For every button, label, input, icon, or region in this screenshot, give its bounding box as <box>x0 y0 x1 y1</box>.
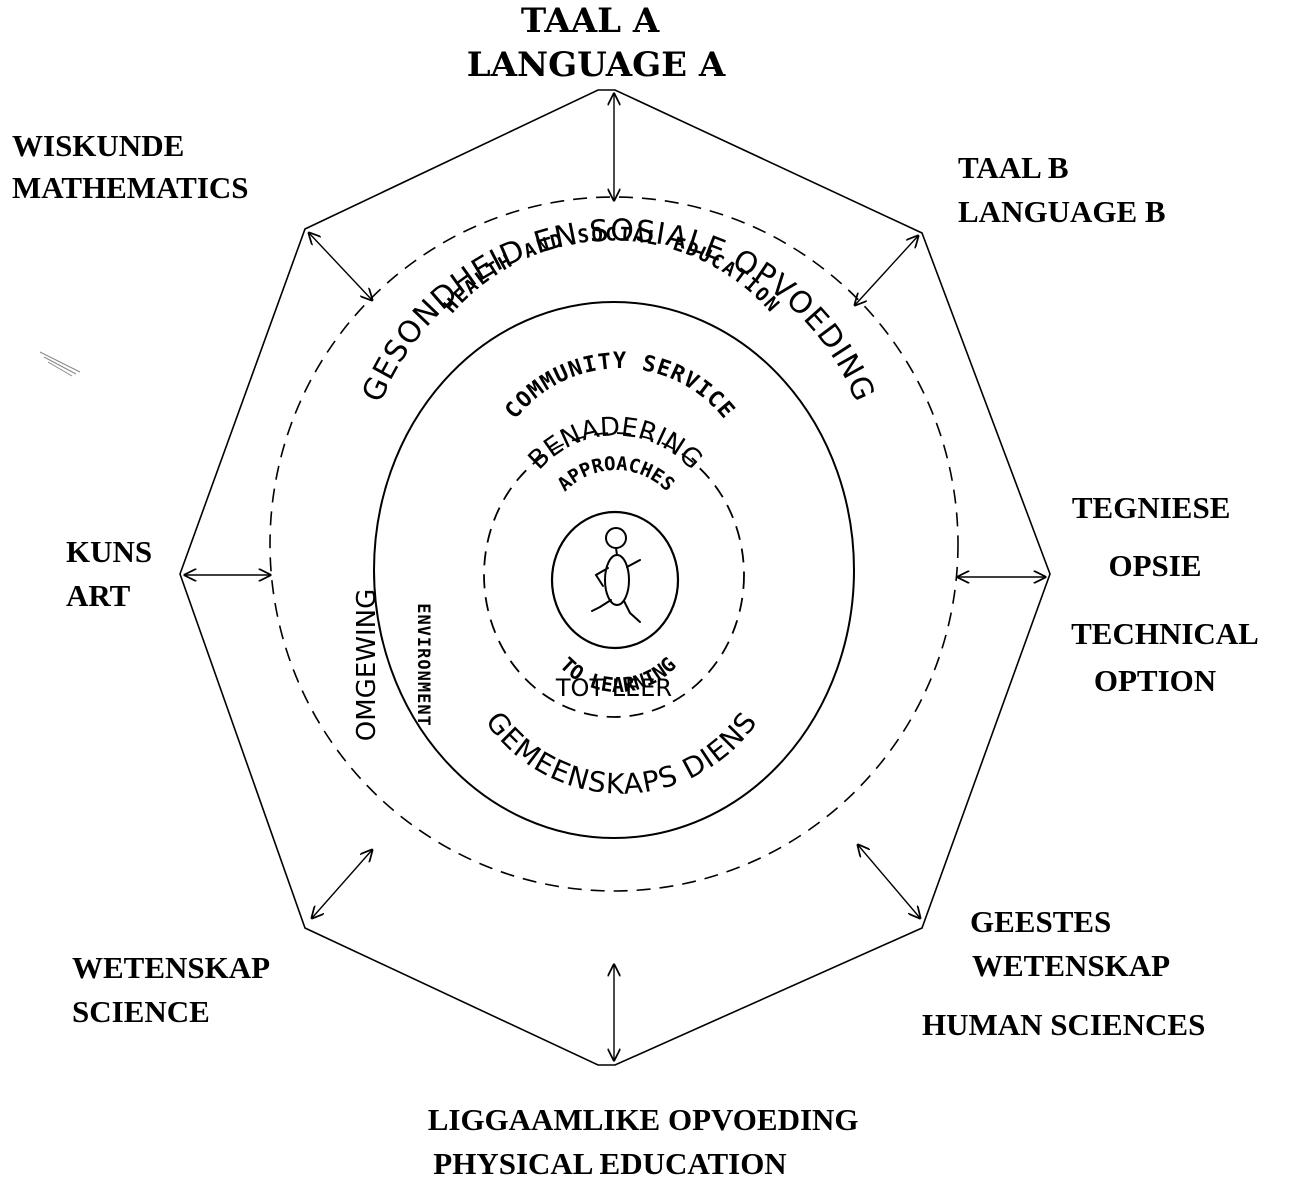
solid-middle-ring <box>373 301 855 839</box>
label-art: KUNS ART <box>66 534 160 613</box>
environment-en-label: ENVIRONMENT <box>413 603 433 727</box>
dashed-outer-ring <box>269 196 959 892</box>
community-en-label: COMMUNITY SERVICE <box>500 349 739 424</box>
label-science: WETENSKAP SCIENCE <box>72 950 276 1029</box>
environment-af-label: OMGEWING <box>352 589 382 741</box>
community-af-label: GEMEENSKAPS DIENS <box>479 705 764 801</box>
dashed-inner-ring <box>483 432 745 718</box>
label-language-a: TAAL A LANGUAGE A <box>467 1 726 85</box>
label-geestes-wetenskap: GEESTES WETENSKAP <box>970 904 1170 983</box>
scan-mark <box>39 351 81 377</box>
approaches-en-label: APPROACHES <box>553 453 678 496</box>
label-tegniese-opsie: TEGNIESE OPSIE <box>1072 490 1238 583</box>
label-human-sciences: HUMAN SCIENCES <box>922 1007 1205 1042</box>
label-technical-option: TECHNICAL OPTION <box>1071 616 1265 698</box>
label-language-b: TAAL B LANGUAGE B <box>958 150 1166 229</box>
label-mathematics: WISKUNDE MATHEMATICS <box>12 128 249 205</box>
arrow-bottom-left <box>312 850 372 918</box>
arrow-top-right <box>855 236 918 305</box>
octagon-outline <box>179 89 1051 1066</box>
health-en-label: HEALTH AND SOCIAL EDUCATION <box>439 223 784 317</box>
to-learning-af-label: TOT LEER <box>555 674 672 702</box>
arrow-top-left <box>309 233 372 300</box>
stick-figure-icon <box>591 527 641 623</box>
label-physical-education: LIGGAAMLIKE OPVOEDING PHYSICAL EDUCATION <box>428 1102 867 1181</box>
arrow-bottom-right <box>858 845 920 918</box>
inner-circle <box>550 510 680 650</box>
